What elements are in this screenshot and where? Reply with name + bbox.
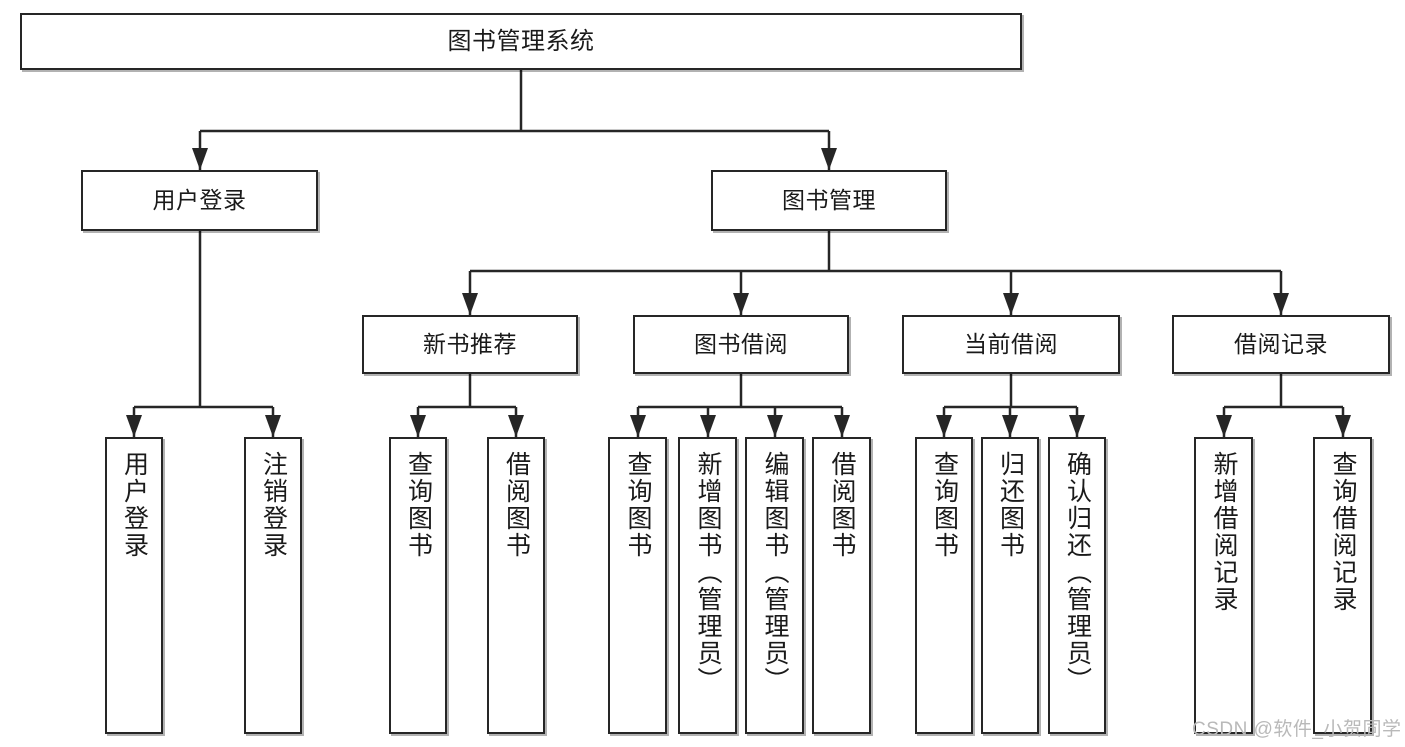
node-label: 新书推荐 (423, 331, 517, 358)
arrow-icon-leaf-query-record (1335, 415, 1351, 437)
arrow-icon-book-borrow (733, 293, 749, 315)
node-book-manage[interactable]: 图书管理 (711, 170, 947, 231)
node-leaf-query-book-3[interactable]: 查询图书 (915, 437, 973, 734)
arrow-icon-leaf-logout-login (265, 415, 281, 437)
node-label: 查询图书 (624, 451, 652, 559)
node-label: 借阅图书 (502, 451, 531, 559)
arrow-icon-borrow-record (1273, 293, 1289, 315)
node-label: 借阅记录 (1234, 331, 1328, 358)
node-new-book-recommend[interactable]: 新书推荐 (362, 315, 578, 374)
arrow-icon-current-borrow (1003, 293, 1019, 315)
node-leaf-edit-book[interactable]: 编辑图书（管理员） (745, 437, 804, 734)
arrow-icon-leaf-confirm-return (1069, 415, 1085, 437)
arrow-icon-leaf-add-book (700, 415, 716, 437)
node-label: 查询借阅记录 (1329, 451, 1357, 613)
node-leaf-borrow-book-2[interactable]: 借阅图书 (812, 437, 871, 734)
csdn-watermark: CSDN @软件_小贺同学 (1192, 719, 1402, 740)
node-label: 编辑图书（管理员） (761, 451, 789, 694)
node-user-login[interactable]: 用户登录 (81, 170, 318, 231)
arrow-icon-leaf-borrow-book-2 (834, 415, 850, 437)
node-label: 注销登录 (259, 451, 288, 559)
node-label: 新增图书（管理员） (694, 451, 722, 694)
node-leaf-borrow-book-1[interactable]: 借阅图书 (487, 437, 545, 734)
arrow-icon-leaf-edit-book (767, 415, 783, 437)
node-label: 新增借阅记录 (1210, 451, 1238, 613)
node-leaf-confirm-return[interactable]: 确认归还（管理员） (1048, 437, 1106, 734)
node-label: 图书管理系统 (447, 27, 595, 55)
node-label: 当前借阅 (964, 331, 1058, 358)
node-label: 用户登录 (120, 451, 149, 559)
arrow-icon-user-login (192, 148, 208, 170)
node-leaf-add-book[interactable]: 新增图书（管理员） (678, 437, 737, 734)
arrow-icon-leaf-add-record (1216, 415, 1232, 437)
node-label: 用户登录 (152, 187, 247, 214)
node-leaf-query-book-2[interactable]: 查询图书 (608, 437, 667, 734)
arrow-icon-leaf-return-book (1002, 415, 1018, 437)
node-leaf-return-book[interactable]: 归还图书 (981, 437, 1039, 734)
node-label: 查询图书 (404, 451, 433, 559)
arrow-icon-leaf-user-login (126, 415, 142, 437)
node-book-borrow[interactable]: 图书借阅 (633, 315, 849, 374)
node-leaf-user-login[interactable]: 用户登录 (105, 437, 163, 734)
arrow-icon-leaf-query-book-3 (936, 415, 952, 437)
node-root[interactable]: 图书管理系统 (20, 13, 1022, 70)
node-leaf-logout-login[interactable]: 注销登录 (244, 437, 302, 734)
node-leaf-add-record[interactable]: 新增借阅记录 (1194, 437, 1253, 734)
node-label: 归还图书 (996, 451, 1025, 559)
arrow-icon-book-manage (821, 148, 837, 170)
node-label: 借阅图书 (828, 451, 856, 559)
arrow-icon-leaf-query-book-1 (410, 415, 426, 437)
node-label: 图书借阅 (694, 331, 788, 358)
arrow-icon-leaf-borrow-book-1 (508, 415, 524, 437)
arrow-icon-leaf-query-book-2 (630, 415, 646, 437)
node-label: 图书管理 (782, 187, 876, 214)
node-label: 查询图书 (930, 451, 959, 559)
arrow-icon-new-book-recommend (462, 293, 478, 315)
node-label: 确认归还（管理员） (1063, 451, 1092, 694)
node-leaf-query-record[interactable]: 查询借阅记录 (1313, 437, 1372, 734)
node-current-borrow[interactable]: 当前借阅 (902, 315, 1120, 374)
node-leaf-query-book-1[interactable]: 查询图书 (389, 437, 447, 734)
node-borrow-record[interactable]: 借阅记录 (1172, 315, 1390, 374)
